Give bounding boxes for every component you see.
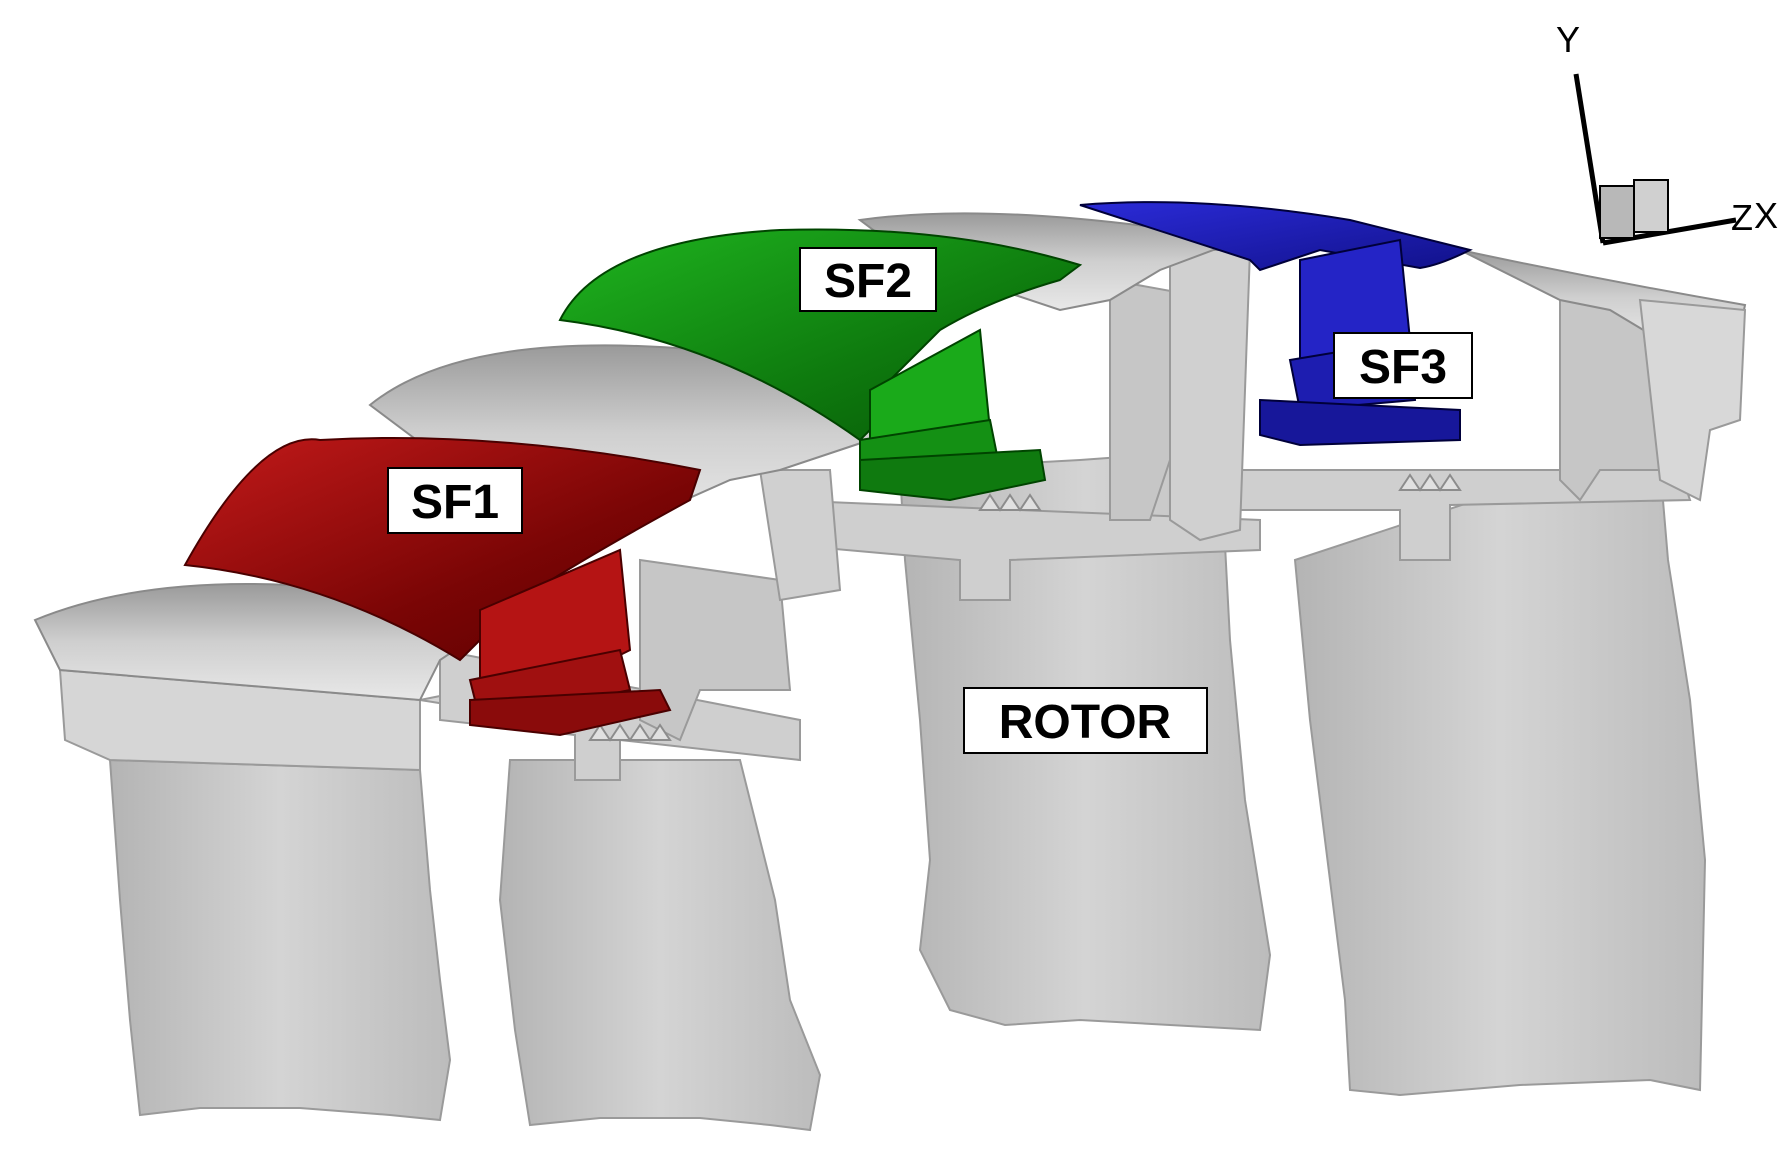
rotor-blade-1 [108,758,452,1122]
rotor-seal-3 [1398,473,1462,492]
label-rotor: ROTOR [963,687,1208,754]
axis-y-label: Y [1556,19,1580,60]
rotor-seal-1 [588,723,672,742]
axis-z-label: Z [1731,197,1753,238]
sf2-shroud [558,228,1083,442]
rotor-column-1 [758,469,842,602]
rotor-ring-edge [1638,298,1747,502]
label-rotor-text: ROTOR [999,696,1171,749]
rotor-blade-4 [1293,458,1707,1097]
axis-x-line [1602,217,1737,246]
sf1-foot [469,688,672,737]
label-sf1-text: SF1 [411,476,499,529]
label-sf3-text: SF3 [1359,341,1447,394]
axis-z-cube-left [1599,185,1635,239]
axis-x-label: X [1754,195,1778,236]
rotor-column-2 [1169,249,1252,542]
sf3-foot [1259,398,1461,447]
rotor-blade-2 [498,759,822,1132]
stator-sf1 [183,437,702,737]
axis-z-cube-right [1633,179,1669,233]
axis-triad: Y Z X [1556,19,1778,246]
label-sf3: SF3 [1333,332,1473,399]
label-sf2-text: SF2 [824,255,912,308]
rotor-disk-link-2 [778,498,1261,601]
sf2-foot [859,448,1047,502]
stator-sf2 [558,228,1083,502]
stator-sf3 [1079,201,1473,447]
sf1-shroud [183,437,702,662]
label-sf1: SF1 [387,467,523,534]
rotor-seal-2 [978,493,1042,512]
axis-y-line [1573,73,1606,244]
label-sf2: SF2 [799,247,937,312]
